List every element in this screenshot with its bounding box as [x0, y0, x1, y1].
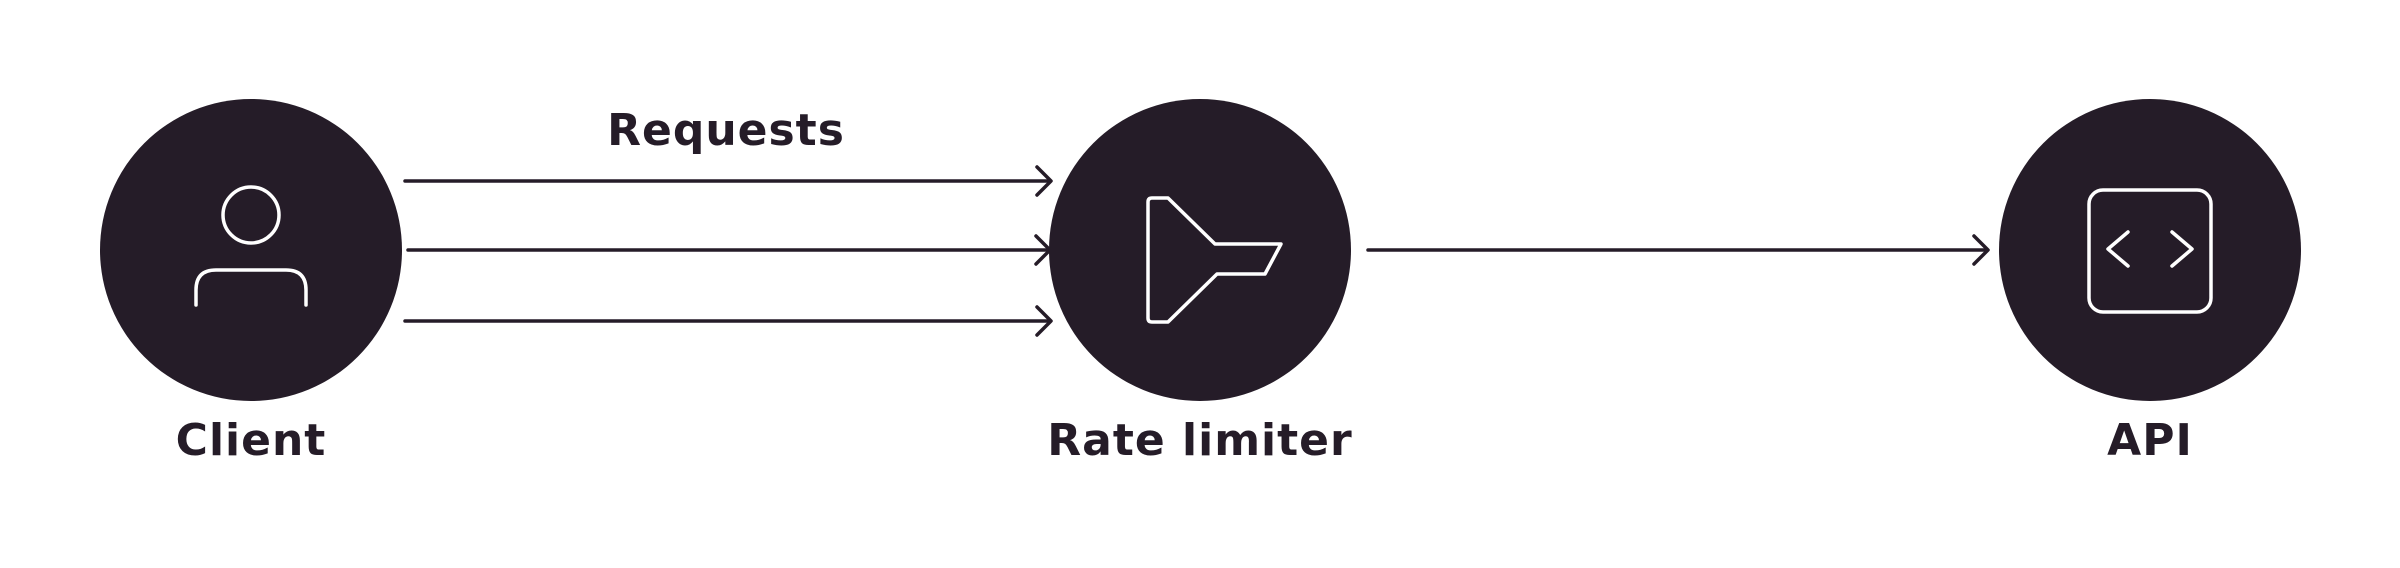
request-arrow-bottom	[403, 305, 1053, 337]
code-window-icon	[2087, 188, 2213, 314]
rate-limiter-circle	[1049, 99, 1351, 401]
user-icon	[194, 185, 308, 307]
client-node: Client	[100, 99, 402, 466]
api-node: API	[1999, 99, 2301, 466]
funnel-icon	[1146, 196, 1283, 324]
rate-limiter-label: Rate limiter	[1047, 415, 1352, 466]
forward-edge	[1366, 234, 1990, 266]
rate-limiter-node: Rate limiter	[1047, 99, 1352, 466]
api-circle	[1999, 99, 2301, 401]
requests-label: Requests	[607, 105, 845, 156]
client-circle	[100, 99, 402, 401]
api-label: API	[2107, 415, 2193, 466]
requests-edge	[403, 165, 1053, 337]
client-label: Client	[176, 415, 327, 466]
request-arrow-top	[403, 165, 1053, 197]
request-arrow-middle	[406, 234, 1052, 266]
